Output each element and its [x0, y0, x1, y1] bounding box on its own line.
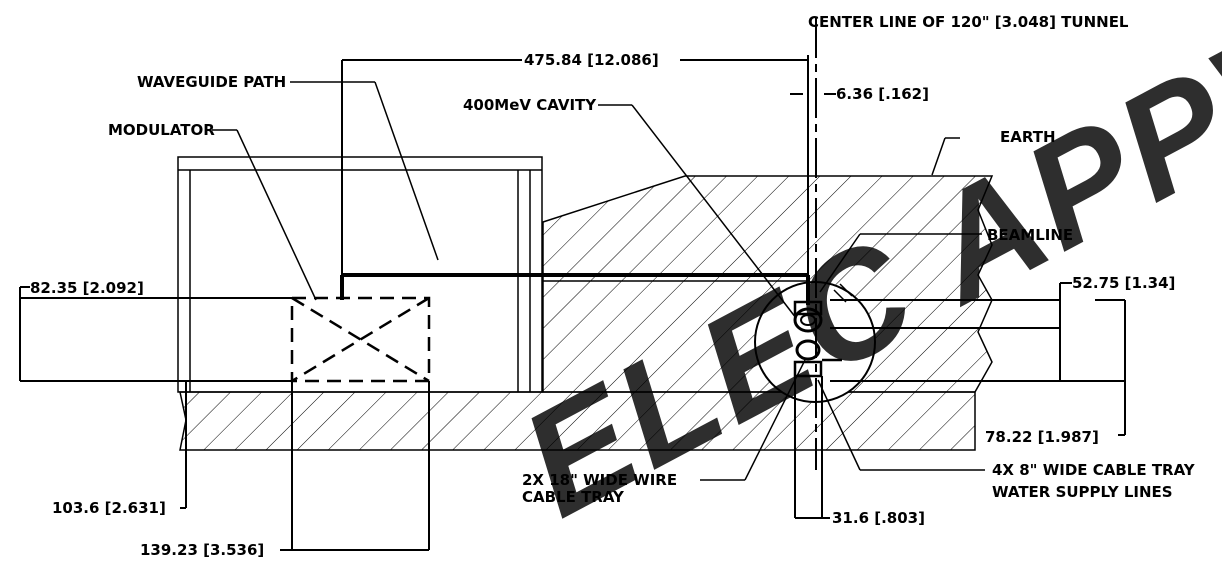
waveguide-path-label: WAVEGUIDE PATH [137, 73, 286, 91]
modulator-box [290, 296, 431, 383]
earth-label: EARTH [1000, 128, 1056, 146]
center-line-label: CENTER LINE OF 120" [3.048] TUNNEL [808, 13, 1129, 31]
wire-tray-label-line1: 2X 18" WIDE WIRE [522, 471, 677, 489]
dimension-left-offset: 103.6 [2.631] [52, 499, 166, 517]
cavity-label: 400MeV CAVITY [463, 96, 597, 114]
waveguide-path [340, 273, 810, 305]
dimension-tray-width: 31.6 [.803] [832, 509, 925, 527]
earth-mass [542, 175, 994, 393]
beamline-label: BEAMLINE [987, 226, 1073, 244]
dimension-overall-width: 475.84 [12.086] [524, 51, 659, 69]
modulator-label: MODULATOR [108, 121, 215, 139]
dimension-right-upper: 52.75 [1.34] [1072, 274, 1175, 292]
leader-lines [212, 81, 985, 481]
dimension-box-width: 139.23 [3.536] [140, 541, 264, 559]
cable-tray-label-line1: 4X 8" WIDE CABLE TRAY [992, 461, 1196, 479]
cable-tray-label-line2: WATER SUPPLY LINES [992, 483, 1173, 501]
wire-tray-label-line2: CABLE TRAY [522, 488, 625, 506]
dimension-offset: 6.36 [.162] [836, 85, 929, 103]
dimension-modulator-height: 82.35 [2.092] [30, 279, 144, 297]
dimension-lines [19, 55, 1126, 551]
modulator-building [177, 156, 543, 393]
dimension-right-lower: 78.22 [1.987] [985, 428, 1099, 446]
